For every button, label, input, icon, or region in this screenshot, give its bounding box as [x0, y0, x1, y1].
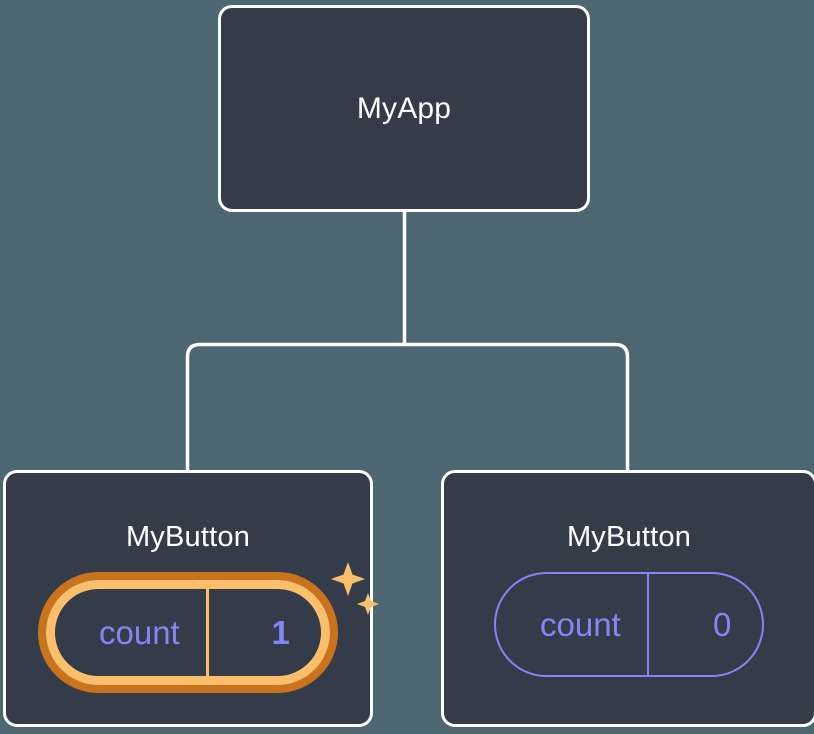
state-key-left: count — [99, 614, 180, 651]
state-key-right: count — [540, 606, 621, 643]
state-pill-right[interactable]: count 0 — [494, 572, 764, 677]
state-pill-left[interactable]: count 1 — [46, 580, 330, 685]
node-myapp[interactable]: MyApp — [218, 5, 590, 212]
node-mybutton-right-label: MyButton — [566, 521, 692, 553]
state-pill-right-wrap: count 0 — [494, 572, 764, 677]
state-value-left: 1 — [205, 589, 321, 676]
node-mybutton-left[interactable]: MyButton count 1 — [3, 470, 379, 727]
node-mybutton-left-label: MyButton — [125, 521, 251, 553]
connector-bus-bar — [185, 342, 630, 470]
node-mybutton-right[interactable]: MyButton count 0 — [441, 470, 814, 727]
state-value-right: 0 — [646, 574, 762, 675]
state-pill-left-wrap: count 1 — [38, 562, 379, 693]
node-myapp-label: MyApp — [356, 91, 452, 125]
state-pill-left-highlight-ring: count 1 — [38, 572, 338, 693]
